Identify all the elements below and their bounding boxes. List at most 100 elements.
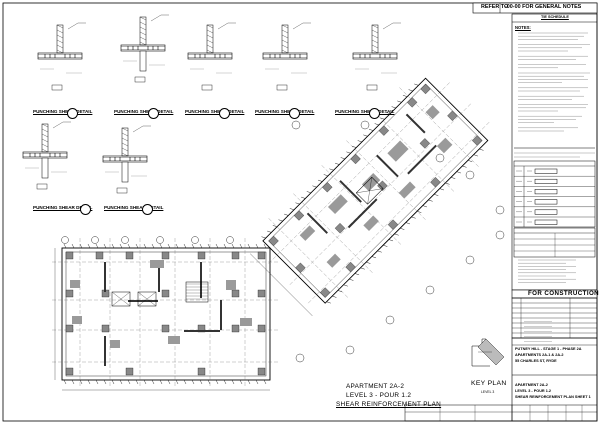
grid-bubble [465,255,475,265]
edge-tick [175,379,179,385]
edge-tick [272,225,278,227]
detail-caption-7: PUNCHING SHEAR DETAIL [104,205,164,210]
column [268,235,279,247]
edge-tick [312,185,317,188]
wall [306,212,328,234]
plan-diagonal-wing [61,77,505,363]
edge-tick [111,243,115,249]
hatch [139,31,147,36]
edge-tick [263,243,267,249]
column [231,251,240,260]
edge-tick [374,123,379,126]
column [378,125,390,136]
grid-line [321,165,403,246]
core [355,176,384,205]
edge-tick [127,379,131,385]
tie-schedule-panel [511,13,598,291]
schedule-title: TIE SCHEDULE [541,15,569,19]
core-cross [367,177,372,205]
detail-caption-1: PUNCHING SHEAR DETAIL [33,109,93,114]
edge-tick [357,140,362,143]
stud-rail-sketch [201,84,213,91]
stud-rail-sketch [116,187,128,194]
stud-rail-sketch [51,84,63,91]
slab-outline [262,77,489,304]
hatch [41,148,49,153]
hatch [56,29,64,34]
wall [405,113,426,134]
hatch [56,49,64,54]
column [231,324,240,333]
edge-tick [207,243,211,249]
wall [104,262,106,292]
edge-tick [175,243,179,249]
column [430,177,441,188]
edge-tick [439,188,445,191]
dimension-line [250,253,313,316]
title-block [511,337,598,422]
shear-zone [436,137,453,154]
edge-tick [391,106,396,109]
key-plan-level: LEVEL 3 [481,390,495,394]
edge-tick [278,219,283,222]
edge-tick [231,243,235,249]
project-name-line1: PUTNEY HILL - STAGE 1 - PHASE 2A [515,347,582,351]
edge-tick [473,154,478,157]
hatch [56,44,64,49]
edge-tick [143,379,147,385]
edge-tick [215,379,219,385]
edge-tick [360,267,365,270]
column [197,367,206,376]
grid-bubble [121,236,129,244]
hatch [121,147,129,152]
column-section [281,24,289,54]
edge-tick [199,379,203,385]
hatch [139,16,147,21]
edge-tick [397,100,402,103]
edge-tick [433,194,439,196]
hatch [371,39,379,44]
grid-bubble [226,236,234,244]
punching-shear-detail [352,22,401,91]
hatch [281,29,289,34]
edge-tick [340,157,346,160]
hatch [206,49,214,54]
edge-tick [445,182,450,185]
bottom-info-strip [404,404,513,422]
plan-title-line3: SHEAR REINFORCEMENT PLAN [336,401,442,408]
column [65,289,74,298]
bar-shape [534,219,558,225]
hatch [139,36,147,41]
diagonal-building [250,77,490,316]
punching-shear-detail [102,125,151,194]
edge-tick [318,179,323,182]
hatch [206,34,214,39]
shear-zone [70,280,80,288]
edge-tick [143,243,147,249]
drawing-title-line3: SHEAR REINFORCEMENT PLAN SHEET 1 [515,395,591,399]
lift-core [137,291,157,307]
edge-tick [349,278,354,281]
wall [184,330,220,332]
leader [292,22,304,30]
column [161,289,170,298]
hatch [121,152,129,157]
column [345,261,356,273]
grid-bubble [295,353,305,363]
bar-shape [534,199,558,205]
punching-shear-details [22,14,401,194]
bar-shape [534,189,558,195]
detail-caption-4: PUNCHING SHEAR DETAIL [255,109,315,114]
notes-heading: NOTES: [515,25,531,30]
edge-tick [255,379,259,385]
shear-zone [110,340,120,348]
edge-tick [385,112,391,114]
slab-section [262,52,308,60]
hatch [121,137,129,142]
edge-tick [261,236,266,239]
punching-shear-detail [22,121,71,190]
hatch [139,21,147,26]
edge-tick [215,243,219,249]
bar-shape [534,209,558,215]
hatch [41,143,49,148]
